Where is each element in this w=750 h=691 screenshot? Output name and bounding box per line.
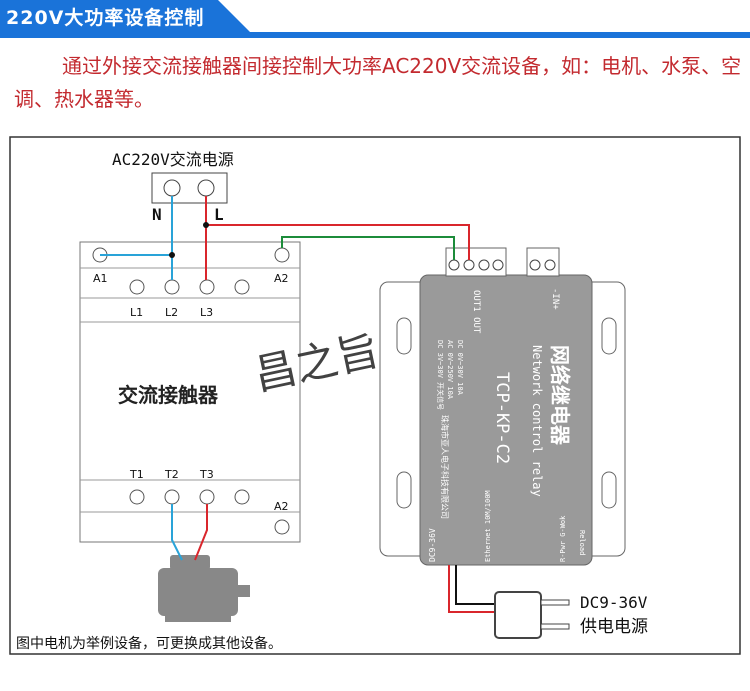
relay-name-cn: 网络继电器 — [548, 345, 572, 446]
relay-spec-3: DC 3V~30V 开关信号 — [436, 340, 445, 410]
contactor-title: 交流接触器 — [118, 383, 219, 407]
intro-text: 通过外接交流接触器间接控制大功率AC220V交流设备，如：电机、水泵、空调、热水… — [14, 54, 742, 111]
terminal-a2-bottom: A2 — [274, 500, 289, 513]
port-dc-label: DC9-36V — [428, 528, 437, 562]
relay-spec-1: DC 0V~30V 10A — [456, 340, 464, 396]
contactor — [79, 241, 301, 543]
header-title: 220V大功率设备控制 — [6, 7, 205, 29]
n-label: N — [152, 205, 162, 224]
relay-in-label: -IN+ — [550, 288, 560, 310]
l-label: L — [214, 205, 224, 224]
terminal-a1: A1 — [93, 272, 108, 285]
header-divider — [0, 32, 750, 38]
diagram-caption: 图中电机为举例设备，可更换成其他设备。 — [16, 635, 282, 652]
terminal-l2: L2 — [165, 306, 178, 319]
terminal-t3: T3 — [199, 468, 214, 481]
relay-model: TCP-KP-C2 — [492, 372, 512, 464]
relay-maker: 珠海市亚人电子科技有限公司 — [440, 415, 450, 519]
terminal-l1: L1 — [130, 306, 143, 319]
network-relay — [379, 247, 626, 566]
ac-source-label: AC220V交流电源 — [112, 150, 234, 169]
power-plug-icon — [494, 591, 570, 639]
terminal-t1: T1 — [129, 468, 144, 481]
wires — [100, 196, 500, 613]
ac-source-terminal — [151, 172, 228, 204]
terminal-l3: L3 — [200, 306, 213, 319]
diagram-frame — [9, 136, 741, 655]
led-label: R-Pwr G-Wok — [559, 515, 567, 562]
relay-name-en: Network control relay — [530, 345, 544, 497]
header-tab — [0, 0, 250, 32]
power-voltage: DC9-36V — [580, 593, 648, 612]
power-label: 供电电源 — [580, 617, 648, 637]
port-eth-label: Ethernet 10M/100M — [484, 490, 492, 562]
motor-icon — [158, 555, 250, 622]
reload-label: Reload — [578, 530, 586, 555]
screw-icons — [163, 179, 215, 197]
relay-out-label: OUT1 OUT — [471, 290, 481, 334]
relay-spec-2: AC 0V~250V 10A — [446, 340, 454, 400]
terminal-a2-top: A2 — [274, 272, 289, 285]
terminal-t2: T2 — [164, 468, 179, 481]
